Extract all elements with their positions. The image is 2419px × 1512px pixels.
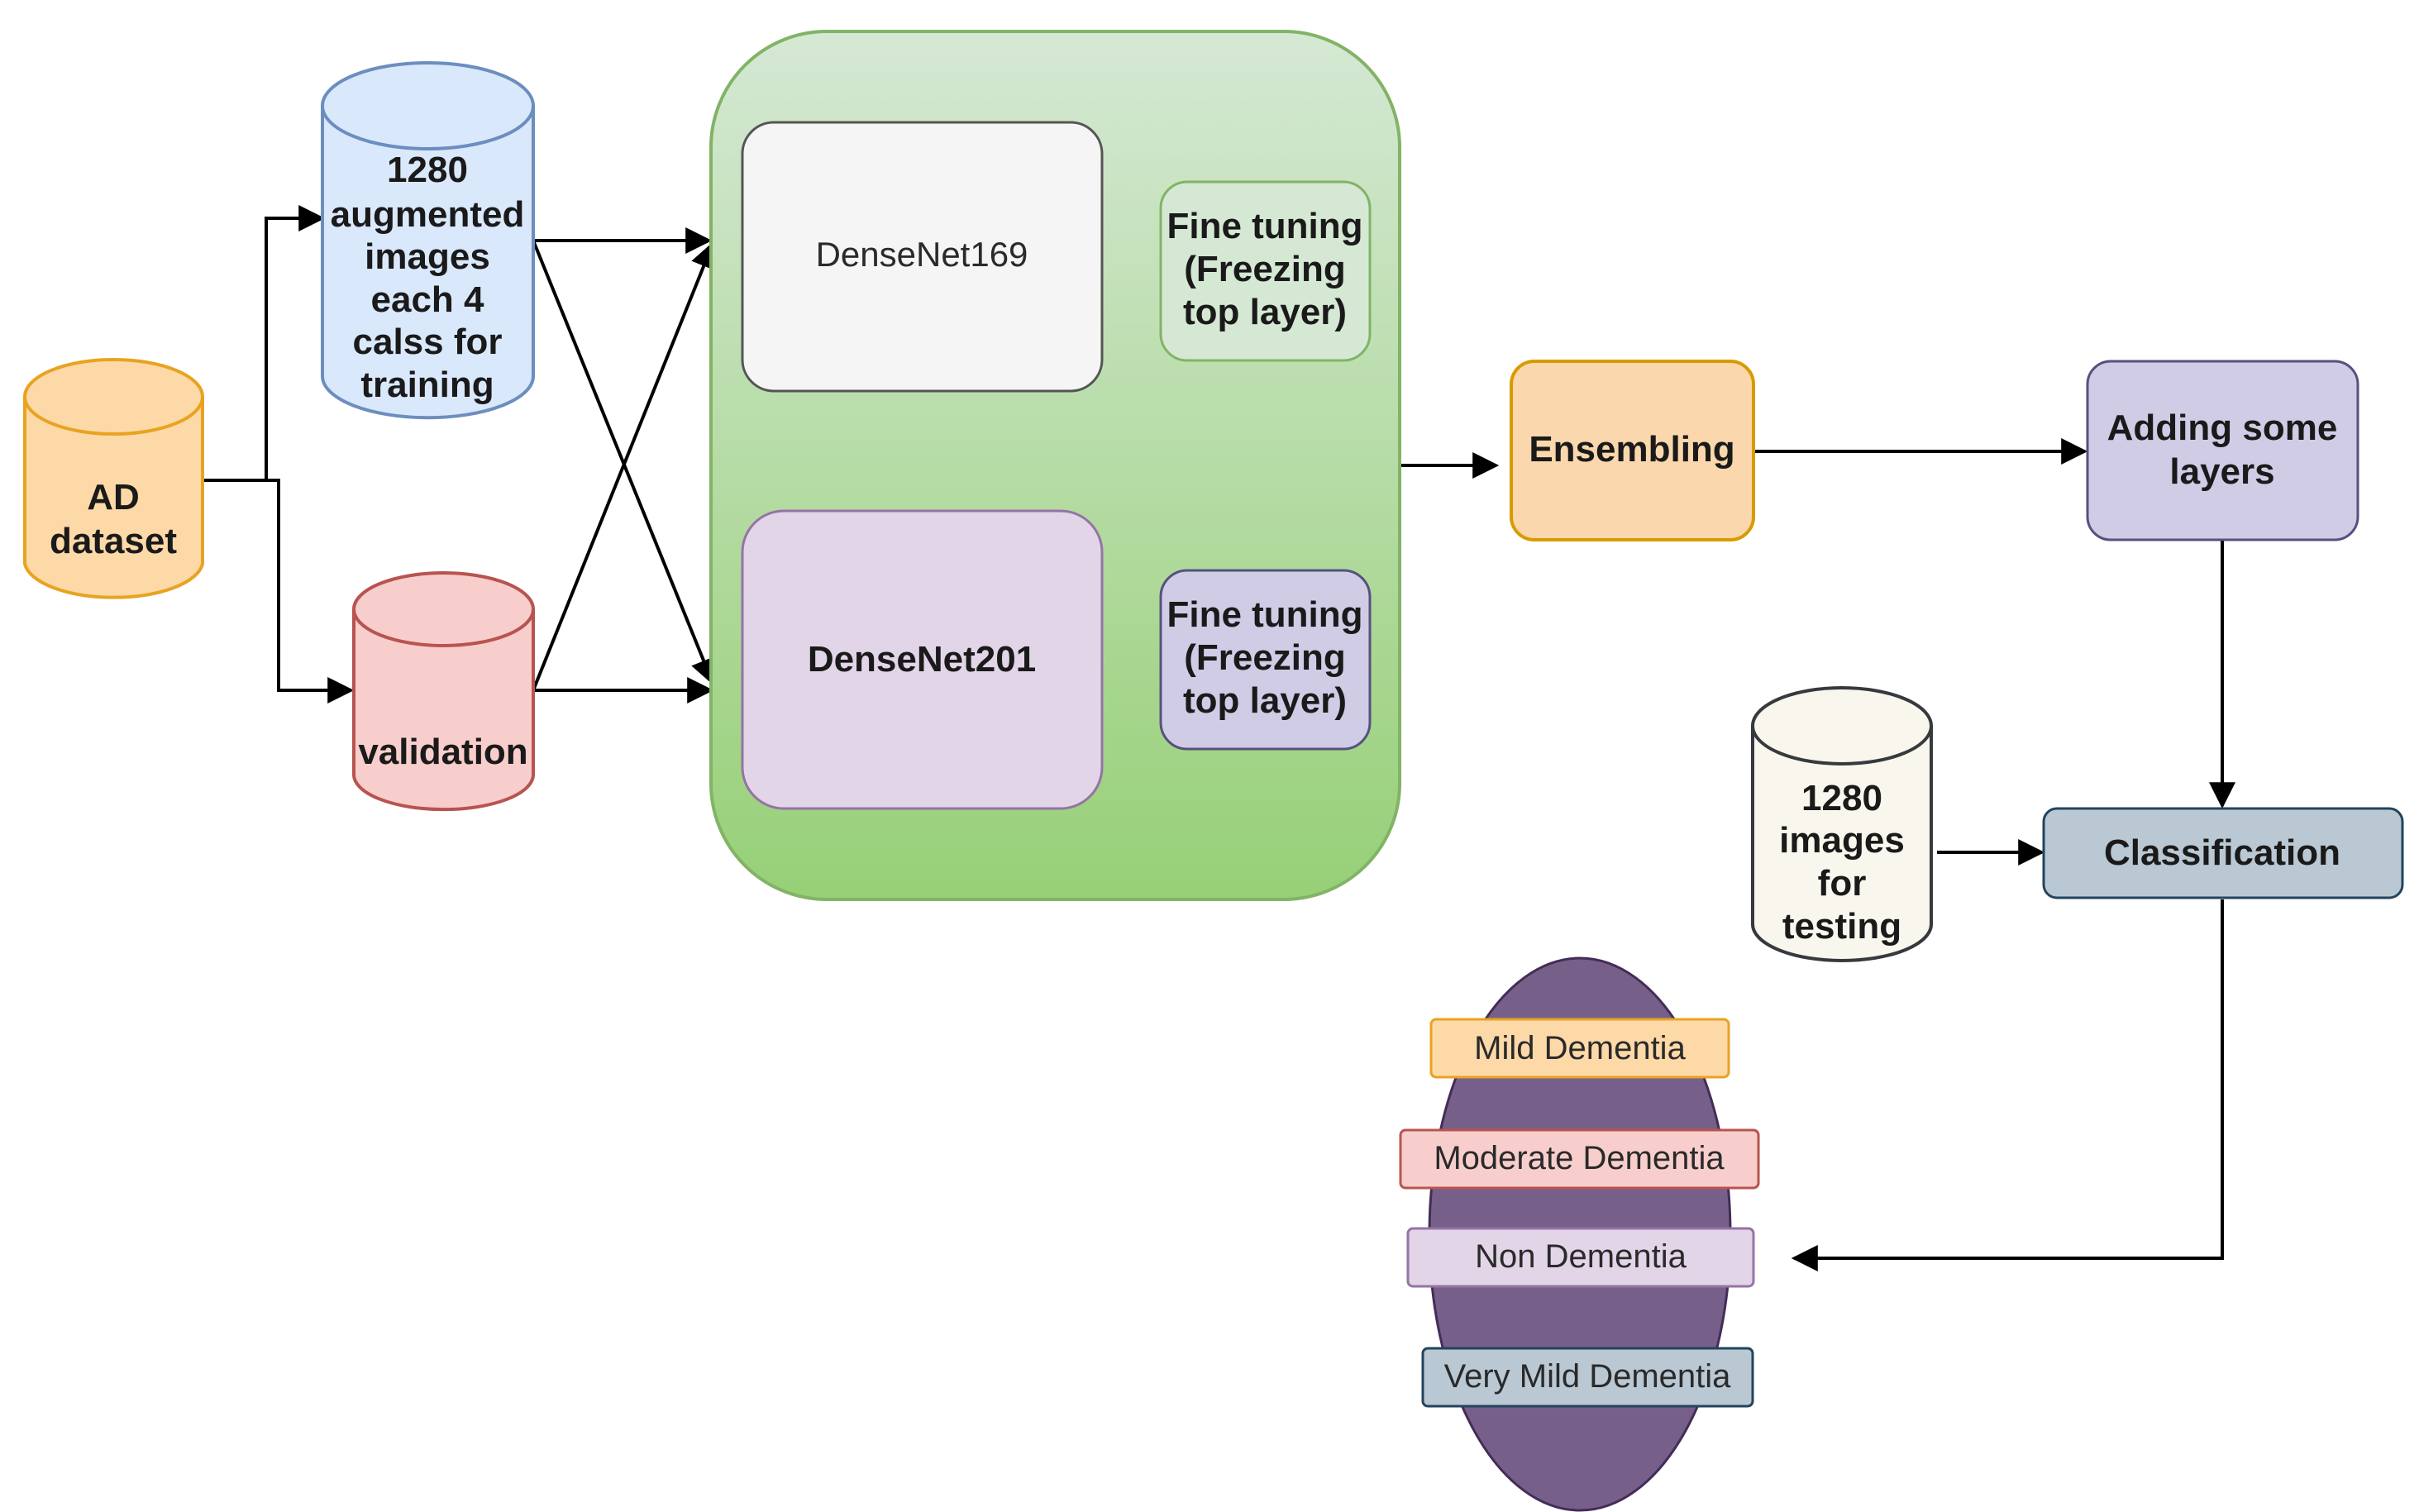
classification-box: Classification	[2042, 807, 2404, 899]
edge-training-densenet201	[532, 240, 717, 685]
class-non-dementia-label: Non Dementia	[1475, 1238, 1687, 1275]
adding-layers-label-2: layers	[2169, 451, 2274, 492]
class-non-dementia: Non Dementia	[1406, 1227, 1755, 1288]
ensembling-box: Ensembling	[1510, 360, 1755, 541]
finetune-bottom-label-2: (Freezing	[1184, 637, 1346, 678]
adding-layers-label-1: Adding some	[2107, 408, 2338, 448]
densenet169-label: DenseNet169	[816, 235, 1028, 274]
class-very-mild-dementia: Very Mild Dementia	[1421, 1347, 1754, 1408]
finetune-top-label-2: (Freezing	[1184, 249, 1346, 289]
class-mild-dementia: Mild Dementia	[1429, 1018, 1730, 1079]
ad-dataset-label-1: AD	[87, 477, 140, 518]
densenet201-label: DenseNet201	[808, 639, 1036, 680]
finetune-bottom-label-1: Fine tuning	[1167, 594, 1362, 635]
testing-label-4: testing	[1782, 906, 1901, 947]
training-label-5: calss for	[353, 322, 503, 362]
finetune-top-label-1: Fine tuning	[1167, 206, 1362, 246]
densenet201-box: DenseNet201	[741, 509, 1104, 810]
finetune-top-label-3: top layer)	[1183, 292, 1347, 332]
finetune-bottom-label-3: top layer)	[1183, 680, 1347, 721]
classification-label: Classification	[2104, 832, 2340, 873]
ensembling-label: Ensembling	[1529, 429, 1734, 470]
testing-cylinder: 1280 images for testing	[1751, 686, 1933, 962]
edge-dataset-training	[203, 205, 326, 482]
class-mild-dementia-label: Mild Dementia	[1474, 1030, 1686, 1066]
densenet169-box: DenseNet169	[741, 121, 1104, 393]
edge-dataset-validation	[203, 479, 355, 704]
ad-dataset-cylinder: AD dataset	[23, 358, 204, 599]
connectors	[203, 205, 2235, 1271]
class-very-mild-dementia-label: Very Mild Dementia	[1444, 1358, 1732, 1395]
training-data-cylinder: 1280 augmented images each 4 calss for t…	[321, 61, 535, 420]
finetune-bottom-box: Fine tuning (Freezing top layer)	[1159, 569, 1372, 751]
training-label-2: augmented	[331, 194, 525, 235]
adding-layers-box: Adding some layers	[2086, 360, 2359, 541]
training-label-6: training	[360, 365, 494, 405]
training-label-4: each 4	[371, 279, 485, 320]
edge-classification-classes	[1791, 899, 2224, 1271]
testing-label-3: for	[1818, 863, 1867, 904]
class-moderate-dementia-label: Moderate Dementia	[1434, 1140, 1725, 1176]
ad-dataset-label-2: dataset	[50, 521, 177, 561]
testing-label-2: images	[1779, 820, 1905, 861]
finetune-top-box: Fine tuning (Freezing top layer)	[1159, 180, 1372, 362]
class-moderate-dementia: Moderate Dementia	[1399, 1128, 1760, 1190]
training-label-1: 1280	[387, 150, 468, 190]
validation-label: validation	[358, 732, 527, 772]
edge-validation-densenet169	[532, 241, 717, 691]
validation-cylinder: validation	[352, 571, 535, 812]
testing-label-1: 1280	[1801, 778, 1882, 818]
training-label-3: images	[365, 236, 490, 277]
